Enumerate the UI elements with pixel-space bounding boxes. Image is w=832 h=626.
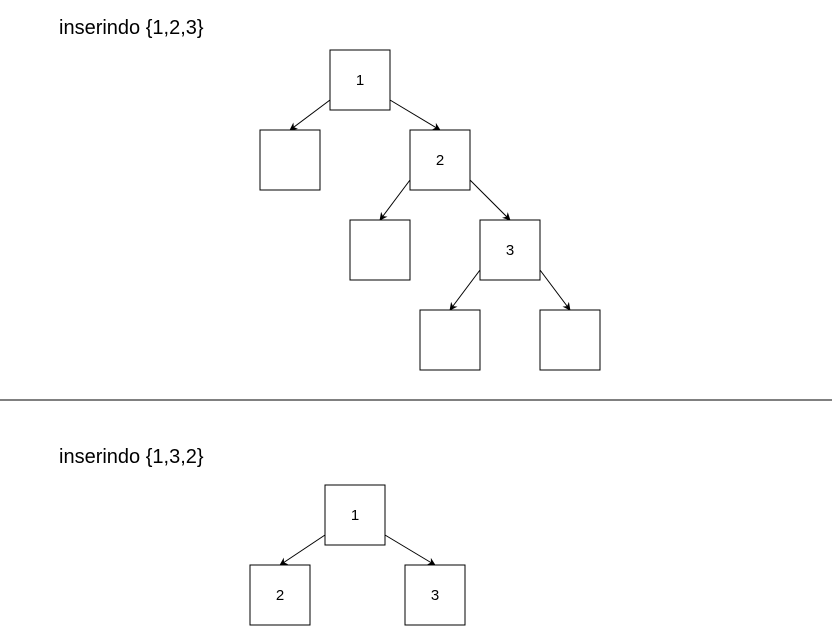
section-1-nodes: 1 2 3 [259,49,601,371]
tree-node: 1 [324,484,386,546]
node-label: 1 [356,72,364,89]
tree-node: 3 [404,564,466,626]
edge-arrow [379,179,411,221]
node-box [329,49,391,111]
section-2-title: inserindo {1,3,2} [59,446,204,468]
edge-arrow [384,534,436,566]
node-label: 2 [436,152,444,169]
edge-arrow [389,99,441,131]
section-1-edges [289,99,571,311]
edge-arrow [289,99,331,131]
node-box [479,219,541,281]
node-box [324,484,386,546]
tree-node [419,309,481,371]
edge-arrow [539,269,571,311]
section-2-edges [279,534,436,566]
node-box [259,129,321,191]
tree-node [539,309,601,371]
node-box [409,129,471,191]
node-box [419,309,481,371]
tree-node: 2 [409,129,471,191]
edge-arrow [449,269,481,311]
node-box [404,564,466,626]
node-label: 2 [276,587,284,604]
section-1: inserindo {1,2,3} 1 2 3 [59,17,601,371]
tree-node: 2 [249,564,311,626]
node-label: 1 [351,507,359,524]
node-label: 3 [506,242,514,259]
tree-node [349,219,411,281]
section-2: inserindo {1,3,2} 1 2 3 [59,446,466,626]
edge-arrow [469,179,511,221]
node-box [539,309,601,371]
section-2-nodes: 1 2 3 [249,484,466,626]
tree-node [259,129,321,191]
section-1-title: inserindo {1,2,3} [59,17,204,39]
tree-node: 1 [329,49,391,111]
node-label: 3 [431,587,439,604]
node-box [349,219,411,281]
tree-node: 3 [479,219,541,281]
edge-arrow [279,534,326,566]
node-box [249,564,311,626]
